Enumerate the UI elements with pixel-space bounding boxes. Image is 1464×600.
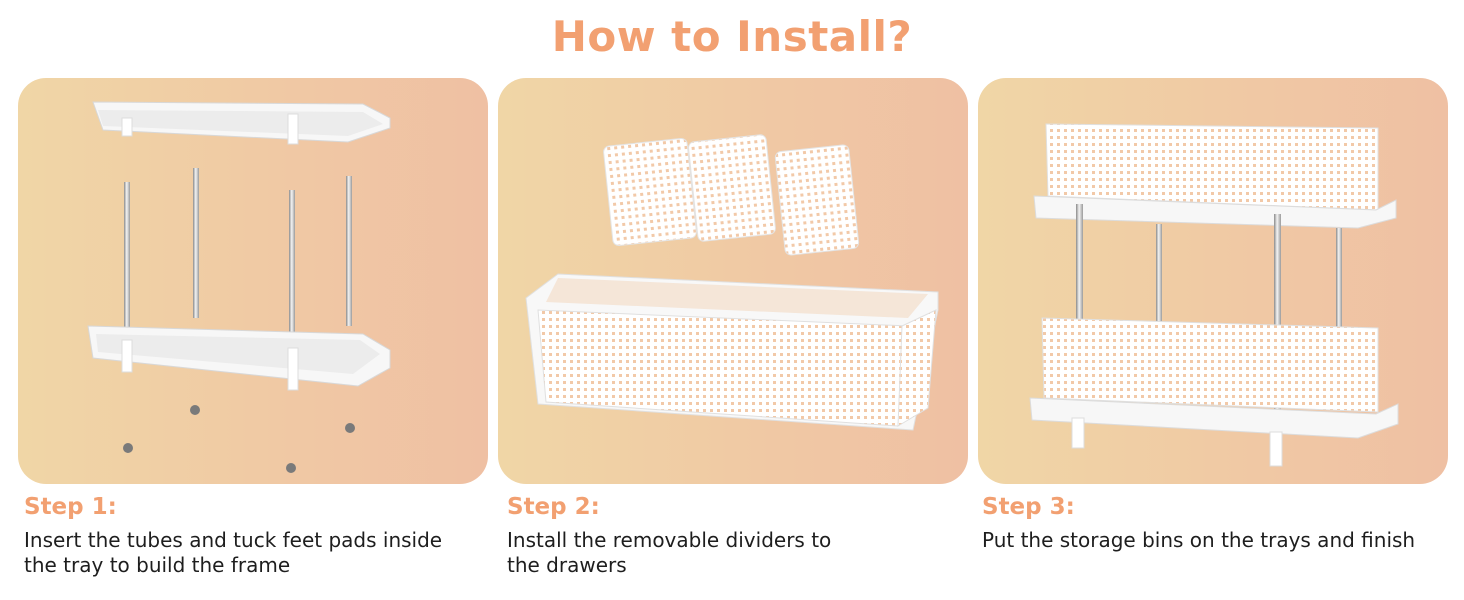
step-2-description: Install the removable dividers to the dr…	[507, 528, 977, 578]
assembled-organizer-illustration	[1029, 123, 1399, 467]
feet-pads	[123, 405, 355, 473]
step-1-description: Insert the tubes and tuck feet pads insi…	[24, 528, 494, 578]
step-2-description-line-1: Install the removable dividers to	[507, 528, 832, 552]
step-3-description: Put the storage bins on the trays and fi…	[982, 528, 1452, 553]
step-2-illustration	[498, 78, 968, 484]
page-title: How to Install?	[551, 12, 913, 61]
tray-assembly-illustration	[87, 101, 391, 473]
dividers	[603, 134, 860, 256]
bottom-tray	[87, 325, 391, 391]
step-3-illustration	[978, 78, 1448, 484]
tubes	[124, 168, 352, 356]
basket-dividers-illustration	[525, 134, 939, 431]
lower-tier	[1029, 317, 1399, 467]
step-3-title: Step 3:	[982, 494, 1075, 520]
storage-basket	[525, 273, 939, 431]
step-1-title: Step 1:	[24, 494, 117, 520]
top-tray	[92, 101, 391, 145]
step-1-description-line-2: the tray to build the frame	[24, 553, 291, 577]
upper-tier	[1033, 123, 1397, 229]
step-3-description-line-1: Put the storage bins on the trays and fi…	[982, 528, 1416, 552]
step-2-description-line-2: the drawers	[507, 553, 627, 577]
step-2-title: Step 2:	[507, 494, 600, 520]
step-1-illustration	[18, 78, 488, 484]
step-1-description-line-1: Insert the tubes and tuck feet pads insi…	[24, 528, 443, 552]
